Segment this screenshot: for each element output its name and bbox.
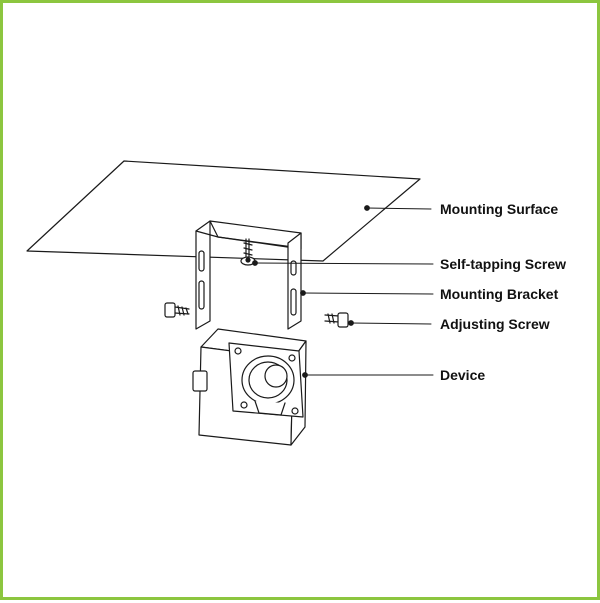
label-self-tapping-screw: Self-tapping Screw xyxy=(440,256,566,272)
mounting-surface-plane xyxy=(26,160,421,262)
installation-diagram: Mounting Surface Self-tapping Screw Moun… xyxy=(26,160,566,446)
label-mounting-surface: Mounting Surface xyxy=(440,201,558,217)
adjusting-screw xyxy=(324,312,349,328)
label-adjusting-screw: Adjusting Screw xyxy=(440,316,550,332)
device xyxy=(192,328,307,446)
left-screw xyxy=(164,302,190,318)
mounting-bracket xyxy=(195,220,302,330)
label-device: Device xyxy=(440,367,485,383)
self-tapping-screw xyxy=(240,238,256,266)
label-mounting-bracket: Mounting Bracket xyxy=(440,286,559,302)
leader-lines xyxy=(252,205,434,378)
